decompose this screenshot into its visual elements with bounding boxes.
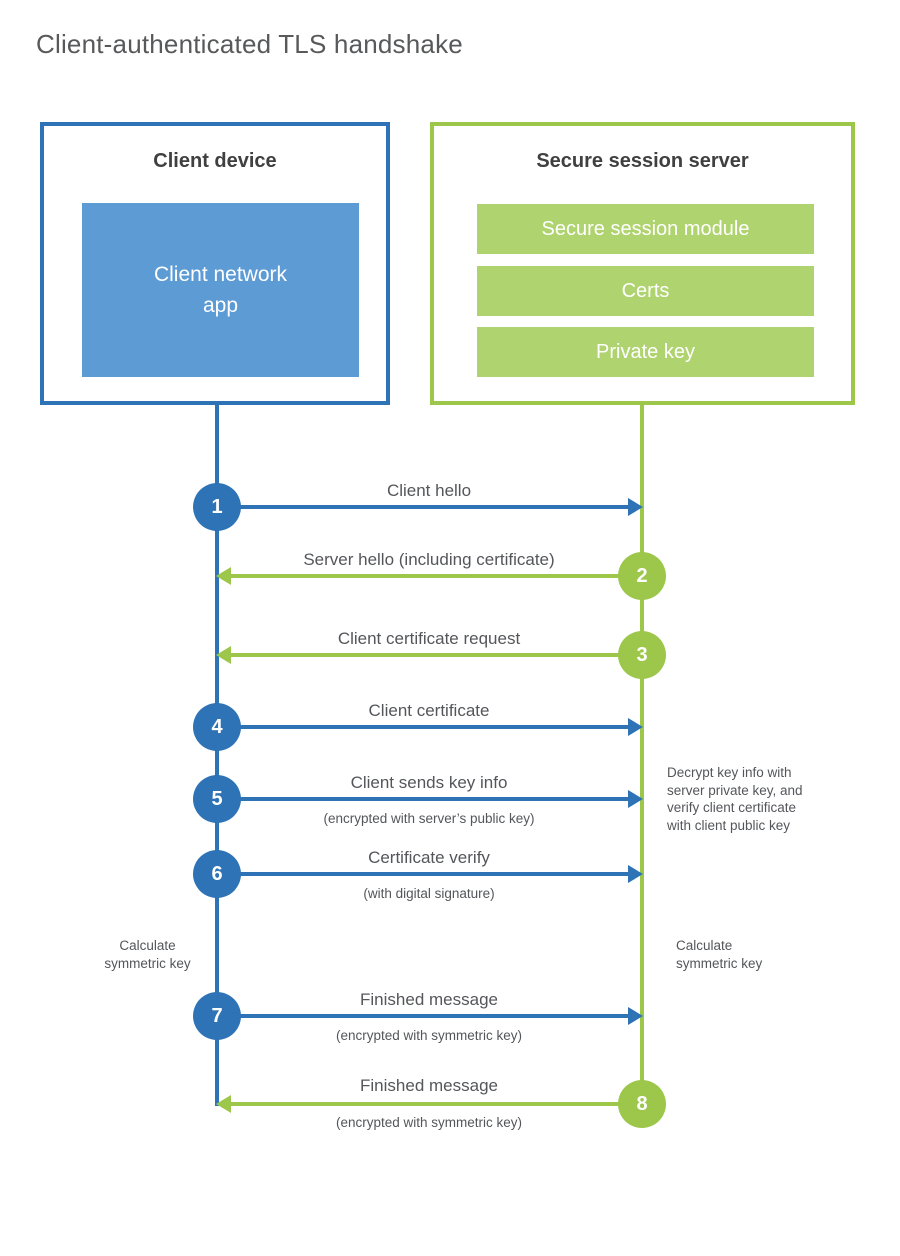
- message-8-label: Finished message: [360, 1076, 498, 1095]
- server-lifeline: [640, 405, 644, 1106]
- message-2-label: Server hello (including certificate): [303, 550, 555, 569]
- message-7-label: Finished message: [360, 990, 498, 1009]
- server-module-certs: Certs: [477, 266, 814, 316]
- arrow-2-left-arrowhead-icon: [216, 567, 231, 585]
- step-6-circle: 6: [193, 850, 241, 898]
- arrow-7-right-arrowhead-icon: [628, 1007, 643, 1025]
- arrow-8-line: [231, 1102, 640, 1106]
- server-module-private-key: Private key: [477, 327, 814, 377]
- client-device-title: Client device: [153, 150, 277, 172]
- arrow-1-line: [217, 505, 629, 509]
- arrow-5-line: [217, 797, 629, 801]
- message-1-label: Client hello: [386, 481, 472, 500]
- message-6-sublabel: (with digital signature): [363, 886, 495, 901]
- arrow-1-right-arrowhead-icon: [628, 498, 643, 516]
- arrow-7-line: [217, 1014, 629, 1018]
- message-3-label: Client certificate request: [337, 629, 521, 648]
- arrow-8-left-arrowhead-icon: [216, 1095, 231, 1113]
- note-calculate-symmetric-key-client: Calculate symmetric key: [104, 938, 191, 971]
- arrow-6-line: [217, 872, 629, 876]
- note-decrypt-key-info: Decrypt key info with server private key…: [667, 765, 803, 833]
- secure-session-server-title: Secure session server: [536, 150, 749, 172]
- arrow-4-right-arrowhead-icon: [628, 718, 643, 736]
- step-5-circle: 5: [193, 775, 241, 823]
- secure-session-server-box: Secure session server Secure session mod…: [430, 122, 855, 405]
- step-4-circle: 4: [193, 703, 241, 751]
- arrow-3-left-arrowhead-icon: [216, 646, 231, 664]
- page-title: Client-authenticated TLS handshake: [36, 29, 463, 59]
- message-8-sublabel: (encrypted with symmetric key): [335, 1115, 523, 1130]
- step-7-circle: 7: [193, 992, 241, 1040]
- arrow-5-right-arrowhead-icon: [628, 790, 643, 808]
- message-6-label: Certificate verify: [368, 848, 490, 867]
- message-5-label: Client sends key info: [350, 773, 508, 792]
- step-3-circle: 3: [618, 631, 666, 679]
- message-5-sublabel: (encrypted with server’s public key): [323, 811, 535, 826]
- client-lifeline: [215, 405, 219, 1106]
- message-7-sublabel: (encrypted with symmetric key): [335, 1028, 523, 1043]
- note-calculate-symmetric-key-server: Calculate symmetric key: [676, 938, 763, 971]
- server-module-secure-session: Secure session module: [477, 204, 814, 254]
- arrow-3-line: [231, 653, 640, 657]
- step-2-circle: 2: [618, 552, 666, 600]
- client-device-box: Client device Client network app: [40, 122, 390, 405]
- step-8-circle: 8: [618, 1080, 666, 1128]
- message-4-label: Client certificate: [368, 701, 490, 720]
- arrow-6-right-arrowhead-icon: [628, 865, 643, 883]
- arrow-2-line: [231, 574, 640, 578]
- arrow-4-line: [217, 725, 629, 729]
- step-1-circle: 1: [193, 483, 241, 531]
- client-network-app-box: Client network app: [82, 203, 359, 377]
